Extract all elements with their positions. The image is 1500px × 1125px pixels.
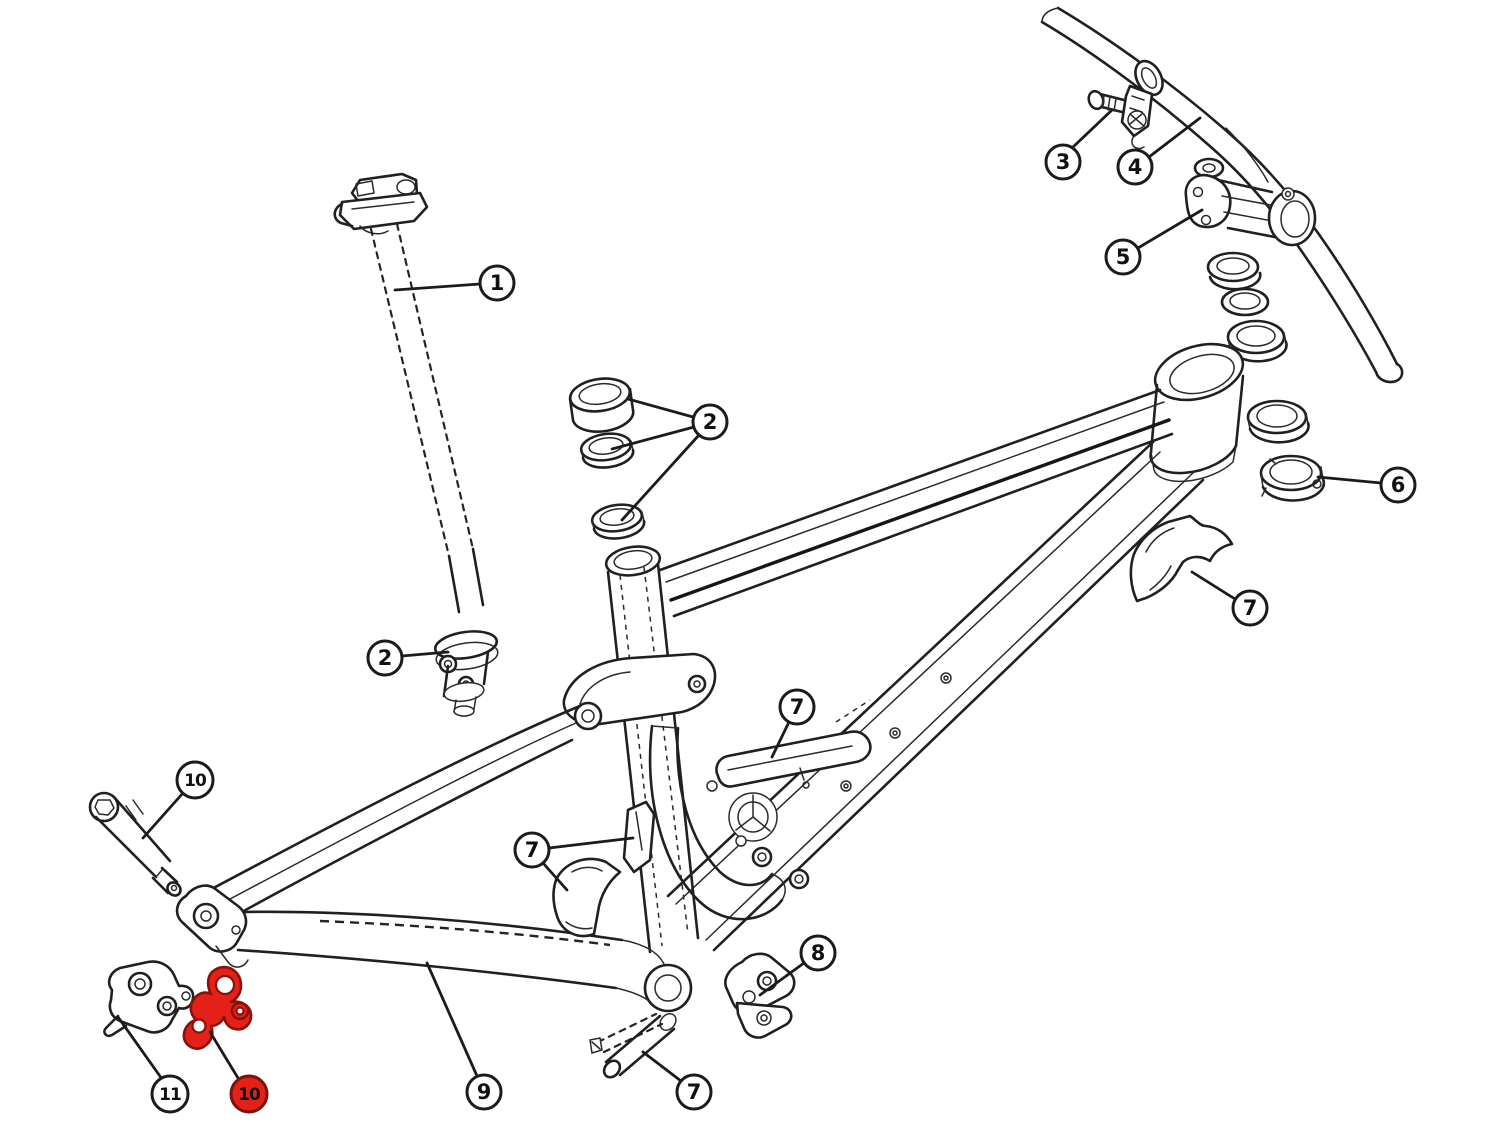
callout-4-label: 4 — [1128, 155, 1143, 179]
callout-6-label: 6 — [1391, 473, 1406, 497]
leader-2a — [610, 397, 701, 522]
callout-10-highlighted: 10 — [229, 1074, 269, 1114]
guide-seat-tube — [622, 800, 656, 874]
seatpost-shaft-hidden-left — [369, 227, 451, 558]
callout-2-top: 2 — [691, 403, 729, 441]
headset-bearing-part6 — [1259, 454, 1326, 502]
remote-lever — [1087, 59, 1164, 150]
leader-11 — [116, 1015, 164, 1081]
stem-faceplate — [1184, 173, 1232, 229]
callout-1-label: 1 — [490, 271, 505, 295]
rear-triangle — [175, 704, 665, 1007]
seatpost-clamp-collar — [433, 630, 499, 717]
callout-10-axle-label: 10 — [184, 771, 207, 791]
bottom-bracket-shell — [643, 963, 693, 1013]
dropout-part11 — [103, 960, 195, 1038]
callout-9: 9 — [465, 1073, 503, 1111]
leader-1 — [393, 282, 482, 292]
callout-4: 4 — [1116, 148, 1154, 186]
leader-7c — [541, 836, 635, 892]
leader-4 — [1147, 116, 1202, 159]
callout-10-axle: 10 — [175, 760, 215, 800]
callout-9-label: 9 — [477, 1080, 492, 1104]
callout-7-top-right: 7 — [1231, 589, 1269, 627]
callout-11: 11 — [150, 1074, 190, 1114]
callout-7b-label: 7 — [790, 695, 805, 719]
seat-tube-top-ring — [604, 545, 662, 577]
top-tube-upper-edge — [658, 388, 1162, 572]
callout-3: 3 — [1044, 143, 1082, 181]
derailleur-hanger-part10-highlighted — [182, 965, 253, 1050]
chainstay-protector — [319, 919, 611, 947]
leader-10 — [141, 791, 185, 840]
callout-11-label: 11 — [159, 1085, 181, 1105]
leader-7d — [641, 1050, 683, 1083]
callout-7d-label: 7 — [687, 1080, 702, 1104]
seatstay-upper-edge — [204, 704, 582, 894]
guard-lower-left — [552, 857, 622, 938]
callout-7c-label: 7 — [525, 838, 540, 862]
stem-and-headset-stack — [1184, 157, 1317, 444]
callout-10-red-circle — [229, 1074, 269, 1114]
seat-tube-left-edge — [606, 570, 652, 954]
tube-piece-bottom — [589, 1012, 677, 1079]
leader-8 — [758, 961, 806, 997]
callout-2-bottom-label: 2 — [378, 646, 393, 670]
rocker-link-and-swingarm — [562, 652, 810, 921]
thru-axle — [88, 791, 182, 897]
leader-6 — [1316, 475, 1383, 485]
seatstay-lower-edge — [218, 738, 574, 926]
headset-cone — [1206, 251, 1260, 283]
handlebar — [1040, 6, 1404, 384]
callout-5-label: 5 — [1116, 245, 1131, 269]
leader-5 — [1136, 208, 1204, 250]
callout-7a-label: 7 — [1243, 596, 1258, 620]
callout-7-middle: 7 — [778, 688, 816, 726]
callouts: 1 2 2 3 4 5 6 7 — [150, 143, 1417, 1114]
callout-3-label: 3 — [1056, 150, 1071, 174]
callout-10-red-label: 10 — [238, 1085, 261, 1105]
leader-2b — [400, 650, 450, 658]
chainstay-lower-edge — [236, 948, 618, 990]
seatpost-shaft-hidden-right — [395, 222, 475, 551]
top-tube-lower-edge — [672, 432, 1174, 618]
leader-7a — [1190, 570, 1237, 601]
leader-10-red — [208, 1030, 240, 1080]
leader-lines — [116, 108, 1383, 1083]
callout-8: 8 — [799, 934, 837, 972]
guard-top-right — [1129, 514, 1234, 603]
cover-top-tube — [706, 730, 872, 792]
leader-7b — [770, 720, 791, 759]
callout-2-bottom: 2 — [366, 639, 404, 677]
leader-3 — [1070, 108, 1114, 150]
callout-7-left: 7 — [513, 831, 551, 869]
callout-8-label: 8 — [811, 941, 826, 965]
callout-7-bottom: 7 — [675, 1073, 713, 1111]
callout-1: 1 — [478, 264, 516, 302]
callout-5: 5 — [1104, 238, 1142, 276]
callout-6: 6 — [1379, 466, 1417, 504]
callout-2-top-label: 2 — [703, 410, 718, 434]
chain-guide-part8 — [724, 952, 796, 1039]
seatpost-assembly — [333, 172, 485, 614]
leader-9 — [425, 961, 479, 1078]
